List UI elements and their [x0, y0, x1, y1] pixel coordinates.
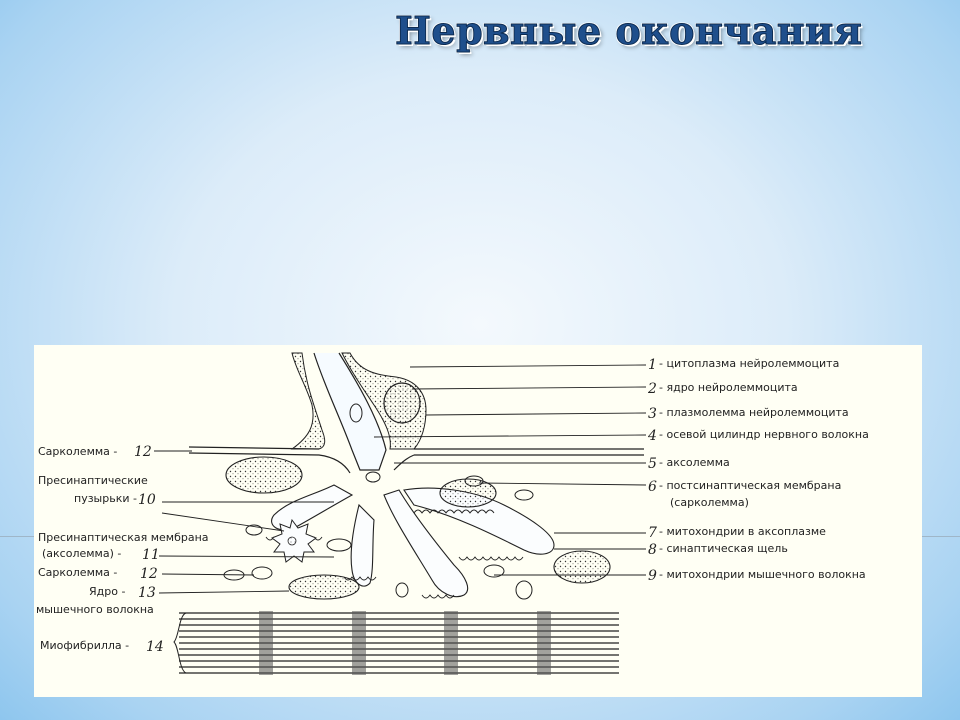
label-text: - осевой цилиндр нервного волокна — [659, 428, 869, 441]
muscle-nucleus — [554, 551, 610, 583]
label-text: - синаптическая щель — [659, 542, 788, 555]
label-number: 8 — [648, 542, 657, 558]
muscle-nucleus — [289, 575, 359, 599]
label-text: Ядро - — [89, 585, 125, 598]
slide-divider-left — [0, 536, 34, 537]
label-number: 4 — [647, 428, 657, 444]
label-number: 13 — [138, 585, 156, 601]
label-text: Пресинаптическая мембрана — [38, 531, 209, 544]
label-text: - митохондрии в аксоплазме — [659, 525, 826, 538]
label-number: 1 — [648, 357, 657, 373]
label-number: 7 — [648, 525, 657, 541]
label-number: 6 — [648, 479, 657, 495]
label-text: Сарколемма - — [38, 445, 117, 458]
axon-mitochondrion — [366, 472, 380, 482]
label-number: 3 — [648, 406, 657, 422]
label-number: 2 — [647, 381, 657, 397]
label-text: - аксолемма — [659, 456, 730, 469]
label-text: Миофибрилла - — [40, 639, 129, 652]
label-text: пузырьки - — [74, 492, 137, 505]
label-text: (сарколемма) — [670, 496, 749, 509]
label-text: - митохондрии мышечного волокна — [659, 568, 866, 581]
label-text: - постсинаптическая мембрана — [659, 479, 841, 492]
label-text: (аксолемма) - — [42, 547, 121, 560]
label-number: 5 — [648, 456, 657, 472]
muscle-nucleus — [226, 457, 302, 493]
label-text: Сарколемма - — [38, 566, 117, 579]
slide-divider-right — [922, 536, 960, 537]
myofibrils — [174, 611, 619, 675]
label-text: мышечного волокна — [36, 603, 154, 616]
label-number: 11 — [142, 547, 160, 563]
label-number: 14 — [146, 639, 164, 655]
diagram-canvas: 1 - цитоплазма нейролеммоцита 2 - ядро н… — [34, 345, 922, 697]
label-number: 12 — [134, 444, 152, 460]
axon — [314, 353, 386, 482]
label-number: 10 — [138, 492, 156, 508]
label-text: - плазмолемма нейролеммоцита — [659, 406, 849, 419]
label-number: 12 — [140, 566, 158, 582]
slide-title: Нервные окончания — [395, 8, 895, 58]
right-labels: 1 - цитоплазма нейролеммоцита 2 - ядро н… — [647, 357, 869, 584]
label-number: 9 — [648, 568, 657, 584]
label-text: - цитоплазма нейролеммоцита — [659, 357, 839, 370]
nerve-ending-diagram: 1 - цитоплазма нейролеммоцита 2 - ядро н… — [34, 345, 922, 697]
label-text: - ядро нейролеммоцита — [659, 381, 798, 394]
label-text: Пресинаптические — [38, 474, 148, 487]
